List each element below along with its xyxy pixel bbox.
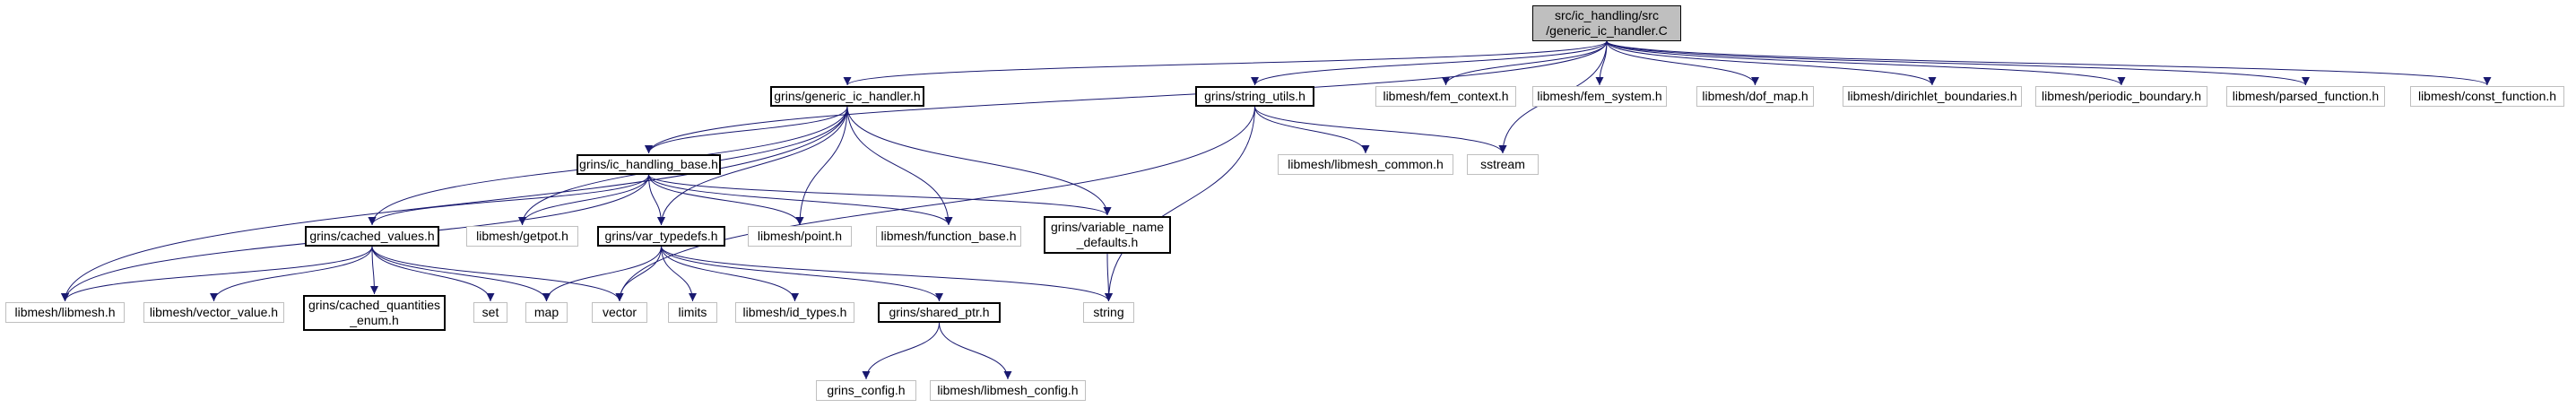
file-node-string[interactable]: string — [1083, 302, 1134, 323]
edge-string_utils-to-sstream — [1254, 106, 1507, 154]
file-node-cached-quantities-enum-h[interactable]: grins/cached_quantities _enum.h — [303, 295, 446, 331]
edge-var_typedefs-to-id_types — [661, 246, 799, 302]
edge-var_typedefs-to-string — [661, 246, 1113, 302]
file-node-var-typedefs-h[interactable]: grins/var_typedefs.h — [597, 226, 725, 247]
file-node-id-types-h[interactable]: libmesh/id_types.h — [735, 302, 854, 323]
edge-root-to-fem_context — [1442, 40, 1608, 86]
edge-root-to-fem_system — [1595, 40, 1608, 86]
file-node-dirichlet-boundaries-h[interactable]: libmesh/dirichlet_boundaries.h — [1843, 86, 2022, 107]
edge-var_typedefs-to-vector — [615, 246, 662, 302]
edge-shared_ptr-to-libmesh_config — [939, 322, 1012, 380]
file-node-periodic-boundary-h[interactable]: libmesh/periodic_boundary.h — [2035, 86, 2207, 107]
edge-string_utils-to-libmesh_common — [1254, 106, 1370, 154]
file-node-vector-value-h[interactable]: libmesh/vector_value.h — [143, 302, 284, 323]
edge-cached_values-to-vector — [371, 246, 624, 302]
edge-ic_handling_base-to-variable_name_defaults — [648, 174, 1112, 216]
edge-root-to-generic_ic_handler — [843, 40, 1608, 86]
edge-generic_ic_handler-to-libmesh — [61, 106, 848, 302]
edge-ic_handling_base-to-point — [648, 174, 804, 226]
file-node-generic-ic-handler-h[interactable]: grins/generic_ic_handler.h — [770, 86, 924, 107]
file-node-libmesh-common-h[interactable]: libmesh/libmesh_common.h — [1278, 154, 1453, 175]
edge-ic_handling_base-to-getpot — [518, 174, 649, 226]
file-node-limits[interactable]: limits — [668, 302, 717, 323]
file-node-string-utils-h[interactable]: grins/string_utils.h — [1195, 86, 1314, 107]
file-node-shared-ptr-h[interactable]: grins/shared_ptr.h — [878, 302, 1001, 323]
edge-ic_handling_base-to-function_base — [648, 174, 953, 226]
edge-root-to-ic_handling_base — [645, 40, 1608, 154]
edge-cached_values-to-vector_value — [210, 246, 373, 302]
file-node-sstream[interactable]: sstream — [1467, 154, 1539, 175]
file-node-cached-values-h[interactable]: grins/cached_values.h — [305, 226, 439, 247]
edge-generic_ic_handler-to-point — [795, 106, 848, 226]
edge-ic_handling_base-to-cached_values — [368, 174, 649, 226]
edge-cached_values-to-map — [371, 246, 551, 302]
file-node-variable-name-defaults-h[interactable]: grins/variable_name _defaults.h — [1044, 216, 1171, 254]
file-node-function-base-h[interactable]: libmesh/function_base.h — [876, 226, 1021, 247]
file-node-generic-ic-handler-c[interactable]: src/ic_handling/src /generic_ic_handler.… — [1532, 5, 1681, 41]
edge-cached_values-to-libmesh — [61, 246, 373, 302]
edge-cached_values-to-cached_quantities_enum — [369, 246, 378, 295]
edge-var_typedefs-to-shared_ptr — [661, 246, 943, 302]
edge-generic_ic_handler-to-var_typedefs — [657, 106, 848, 226]
file-node-set[interactable]: set — [473, 302, 507, 323]
edge-root-to-dof_map — [1606, 40, 1759, 86]
file-node-map[interactable]: map — [525, 302, 568, 323]
file-node-fem-context-h[interactable]: libmesh/fem_context.h — [1375, 86, 1516, 107]
file-node-parsed-function-h[interactable]: libmesh/parsed_function.h — [2226, 86, 2385, 107]
file-node-vector[interactable]: vector — [592, 302, 647, 323]
edge-root-to-parsed_function — [1606, 40, 2310, 86]
edge-root-to-periodic_boundary — [1606, 40, 2126, 86]
file-node-libmesh-config-h[interactable]: libmesh/libmesh_config.h — [930, 380, 1086, 401]
edge-generic_ic_handler-to-ic_handling_base — [645, 106, 848, 154]
file-node-ic-handling-base-h[interactable]: grins/ic_handling_base.h — [577, 154, 721, 175]
file-node-libmesh-h[interactable]: libmesh/libmesh.h — [5, 302, 125, 323]
file-node-point-h[interactable]: libmesh/point.h — [748, 226, 852, 247]
file-node-fem-system-h[interactable]: libmesh/fem_system.h — [1532, 86, 1667, 107]
edge-shared_ptr-to-grins_config — [862, 322, 940, 380]
file-node-const-function-h[interactable]: libmesh/const_function.h — [2410, 86, 2564, 107]
edge-root-to-const_function — [1606, 40, 2492, 86]
edge-root-to-dirichlet_boundaries — [1606, 40, 1937, 86]
edge-ic_handling_base-to-var_typedefs — [648, 174, 665, 226]
edge-generic_ic_handler-to-function_base — [846, 106, 953, 226]
file-node-getpot-h[interactable]: libmesh/getpot.h — [466, 226, 578, 247]
file-node-dof-map-h[interactable]: libmesh/dof_map.h — [1696, 86, 1814, 107]
edge-string_utils-to-string — [1105, 106, 1255, 302]
edge-generic_ic_handler-to-variable_name_defaults — [846, 106, 1112, 216]
edge-var_typedefs-to-map — [542, 246, 662, 302]
edge-root-to-string_utils — [1251, 40, 1608, 86]
edge-variable_name_defaults-to-string — [1104, 253, 1113, 302]
edge-var_typedefs-to-limits — [661, 246, 697, 302]
file-node-grins-config-h[interactable]: grins_config.h — [816, 380, 916, 401]
edge-cached_values-to-set — [371, 246, 495, 302]
